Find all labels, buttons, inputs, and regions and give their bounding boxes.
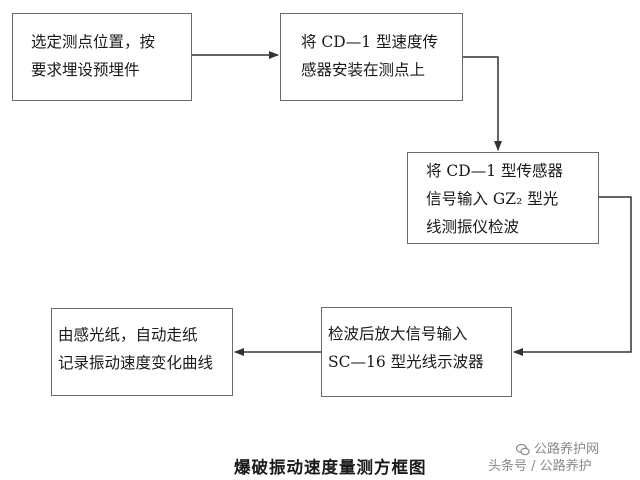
- step-2-line-2: 感器安装在测点上: [301, 61, 426, 79]
- step-4-line-1: 检波后放大信号输入: [328, 325, 468, 343]
- watermark: 公路养护网 头条号 / 公路养护: [488, 441, 633, 475]
- watermark-account: 公路养护网: [534, 442, 600, 457]
- step-3-line-3: 线测振仪检波: [426, 218, 520, 236]
- step-1-line-2: 要求埋设预埋件: [31, 61, 140, 79]
- step-5-line-2: 记录振动速度变化曲线: [58, 354, 214, 372]
- step-2-line-1: 将 CD—1 型速度传: [301, 33, 439, 51]
- watermark-account-row: 公路养护网: [488, 441, 633, 458]
- step-5-line-1: 由感光纸，自动走纸: [58, 326, 198, 344]
- arrow-step2-to-step3: [463, 56, 502, 151]
- step-3-line-2: 信号输入 GZ₂ 型光: [426, 190, 559, 208]
- flow-step-1: 选定测点位置，按 要求埋设预埋件: [12, 13, 192, 101]
- flow-step-2: 将 CD—1 型速度传 感器安装在测点上: [280, 13, 463, 101]
- arrow-step3-to-step4: [513, 196, 632, 356]
- step-1-line-1: 选定测点位置，按: [31, 33, 156, 51]
- flow-step-5: 由感光纸，自动走纸 记录振动速度变化曲线: [51, 308, 233, 396]
- wechat-icon: [516, 443, 530, 455]
- step-4-line-2: SC—16 型光线示波器: [328, 353, 484, 371]
- step-3-line-1: 将 CD—1 型传感器: [426, 162, 564, 180]
- flow-step-3: 将 CD—1 型传感器 信号输入 GZ₂ 型光 线测振仪检波: [407, 152, 599, 244]
- diagram-caption: 爆破振动速度量测方框图: [234, 458, 427, 477]
- watermark-platform: 头条号 / 公路养护: [488, 459, 592, 474]
- flow-step-4: 检波后放大信号输入 SC—16 型光线示波器: [321, 307, 512, 397]
